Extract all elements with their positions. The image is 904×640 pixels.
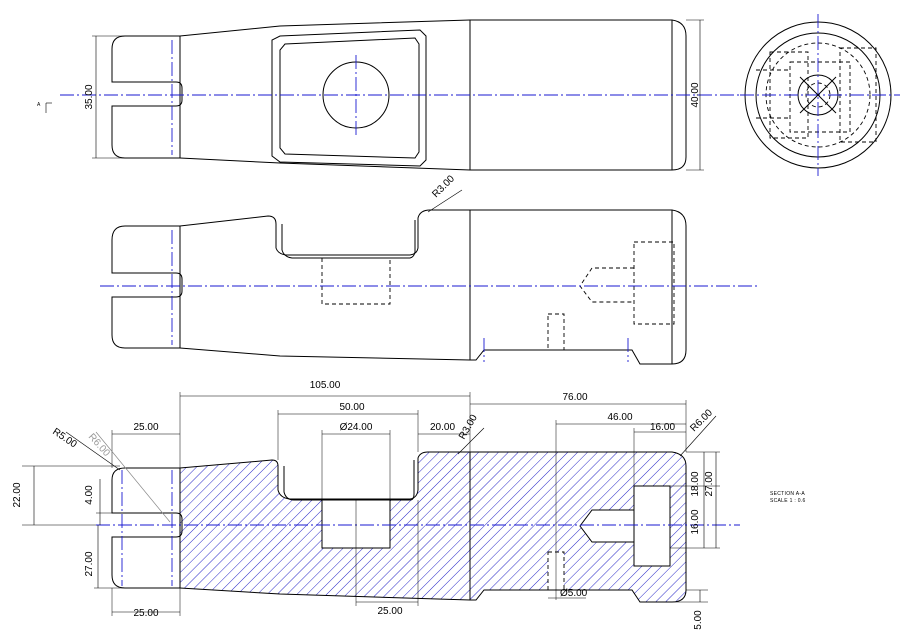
dim-20: 20.00 <box>430 422 455 433</box>
section-hole-void <box>580 510 634 542</box>
dim-top-height: 35.00 <box>84 84 95 109</box>
dim-25-left-top: 25.00 <box>133 422 158 433</box>
dim-fillet-top: R3.00 <box>430 173 457 200</box>
dim-h22: 22.00 <box>12 482 23 507</box>
section-marker-label: A <box>37 102 41 108</box>
section-counterbore <box>633 485 671 567</box>
dim-76: 76.00 <box>562 392 587 403</box>
front-view-outline <box>111 209 687 365</box>
end-view-hidden-rect <box>789 61 851 133</box>
section-scale: SCALE 1 : 0.6 <box>770 498 806 504</box>
dim-h27-right: 27.00 <box>704 471 715 496</box>
leader-fillet-top <box>427 189 463 213</box>
front-pocket-inner <box>281 220 416 259</box>
dim-h4: 4.00 <box>84 485 95 505</box>
front-view: R3.00 <box>100 173 760 365</box>
front-hidden-counterbore <box>633 241 675 325</box>
dim-dia5: Ø5.00 <box>560 588 588 599</box>
dim-25-bottom-mid: 25.00 <box>377 606 402 617</box>
front-hidden-hole <box>579 267 634 303</box>
top-pocket-inner <box>279 37 420 159</box>
dim-50: 50.00 <box>339 402 364 413</box>
dim-h18: 18.00 <box>690 471 701 496</box>
section-counterbore-void <box>634 486 670 566</box>
dim-r5: R5.00 <box>50 426 79 450</box>
dim-h5: 5.00 <box>693 610 704 630</box>
dim-r6-right: R6.00 <box>688 407 715 434</box>
section-outline <box>111 451 687 603</box>
leader-r5 <box>65 431 121 471</box>
section-pocket-inner <box>283 460 415 501</box>
dim-fillet-mid: R3.00 <box>457 413 480 442</box>
leader-fillet-mid <box>457 427 485 455</box>
dim-top-right-height: 40.00 <box>690 82 701 107</box>
top-view-outline <box>111 19 687 171</box>
dim-25-bottom-left: 25.00 <box>133 608 158 619</box>
front-hidden-bore <box>321 257 391 305</box>
dim-16: 16.00 <box>650 422 675 433</box>
dim-h27-left: 27.00 <box>84 551 95 576</box>
dim-h16: 16.00 <box>690 509 701 534</box>
dim-46: 46.00 <box>607 412 632 423</box>
dim-total-105: 105.00 <box>310 380 341 391</box>
front-hidden-pin <box>547 313 565 351</box>
end-view <box>740 14 900 176</box>
leader-r6-grey <box>95 431 171 523</box>
dim-dia24: Ø24.00 <box>340 422 373 433</box>
section-title: SECTION A-A <box>770 491 805 497</box>
top-pocket-outer <box>271 29 427 167</box>
leader-r6-right <box>679 415 717 457</box>
end-view-center-mark <box>799 76 837 114</box>
section-hole <box>579 509 634 543</box>
section-view: 105.00 50.00 25.00 Ø24.00 20.00 76.00 46… <box>12 380 806 630</box>
top-view: 35.00 40.00 A <box>37 19 740 171</box>
